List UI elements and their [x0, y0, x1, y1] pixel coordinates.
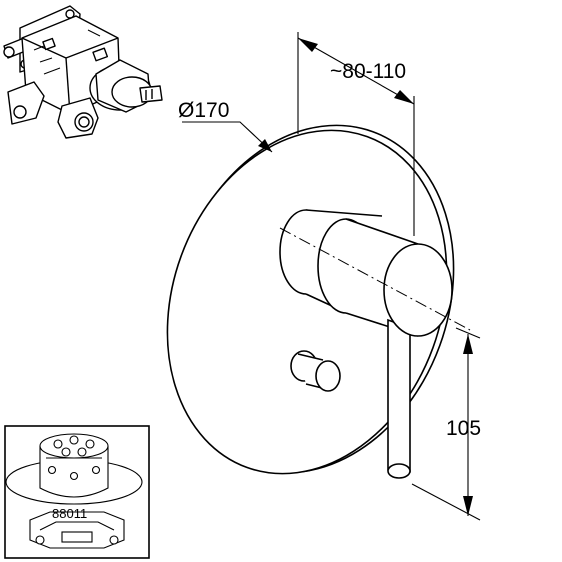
inset-mounting-box — [5, 433, 143, 549]
diameter-label: Ø170 — [178, 99, 229, 122]
rough-in-valve-body — [3, 5, 163, 139]
arrow-height-bottom — [463, 496, 473, 516]
dimension-arrows — [258, 38, 473, 516]
arrow-depth-left — [298, 38, 318, 52]
height-extension-top — [455, 327, 481, 339]
arrow-height-top — [463, 334, 473, 354]
diameter-leader — [182, 121, 273, 153]
mixer-front-cap — [383, 243, 453, 337]
height-extension-bottom — [411, 483, 481, 521]
arrow-depth-right — [394, 90, 414, 104]
height-label: 105 — [446, 417, 481, 440]
diverter-knob — [290, 350, 341, 392]
dimension-lines — [182, 32, 481, 521]
inset-part-number: 88011 — [52, 506, 87, 521]
lever-handle — [387, 318, 411, 479]
depth-label: ~80-110 — [330, 60, 406, 83]
inset-box: 88011 — [4, 425, 150, 559]
depth-dimension-line — [297, 37, 415, 105]
center-axis — [279, 227, 471, 331]
arrow-diameter — [258, 139, 272, 152]
